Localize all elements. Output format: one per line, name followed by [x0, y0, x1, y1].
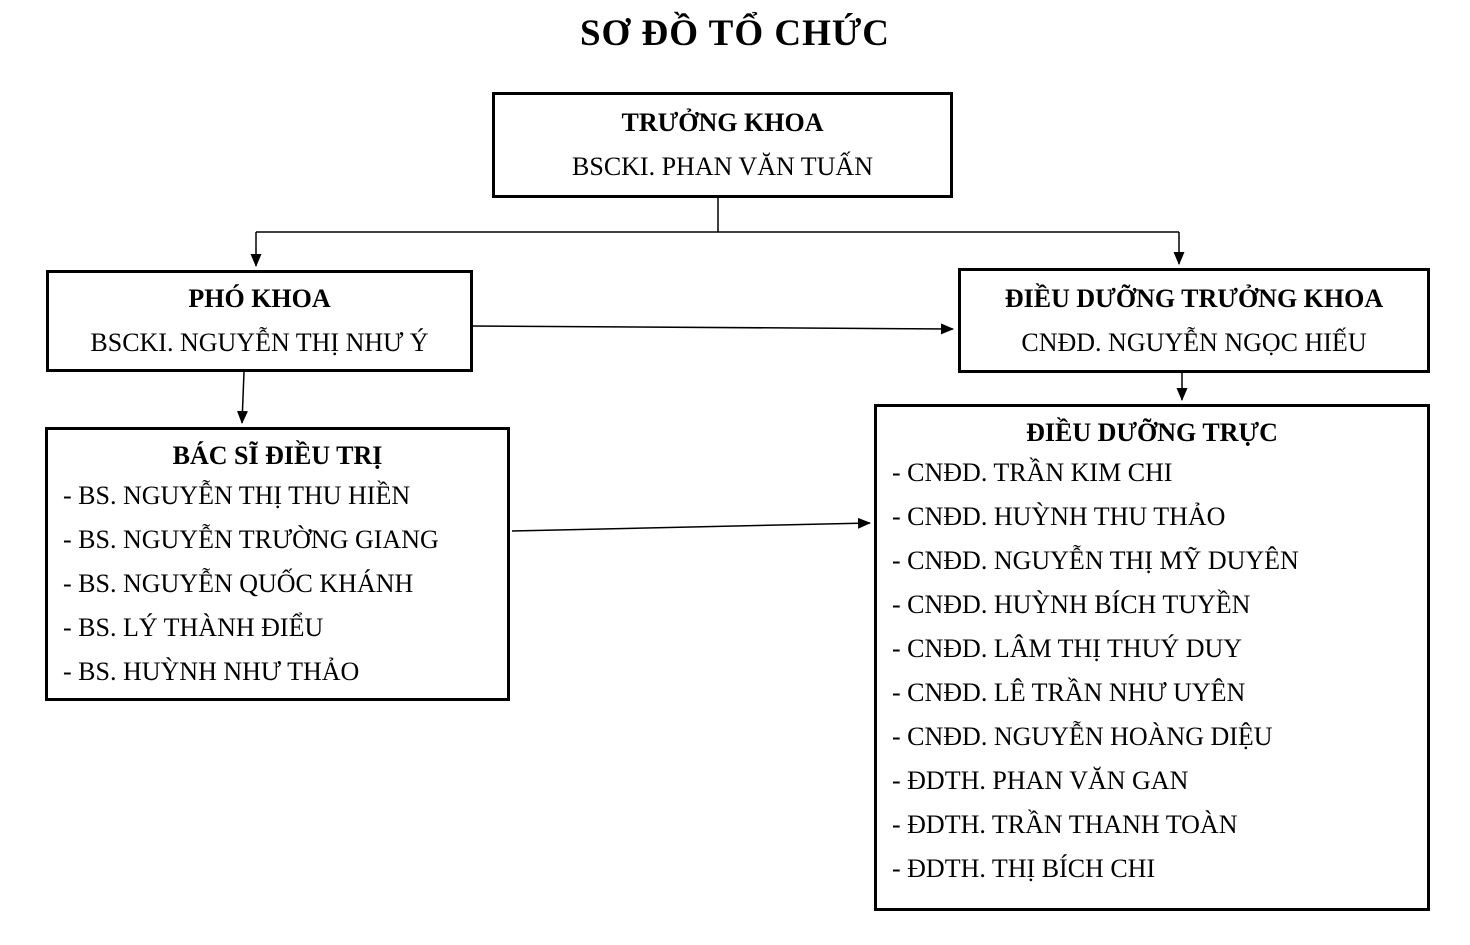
member-item: - CNĐD. NGUYỄN HOÀNG DIỆU [892, 722, 1273, 751]
member-item: - BS. LÝ THÀNH ĐIỂU [63, 613, 324, 642]
node-bac-si-dieu-tri: BÁC SĨ ĐIỀU TRỊ - BS. NGUYỄN THỊ THU HIỀ… [45, 427, 510, 701]
node-pho-khoa: PHÓ KHOA BSCKI. NGUYỄN THỊ NHƯ Ý [46, 270, 473, 372]
member-list: - CNĐD. TRẦN KIM CHI - CNĐD. HUỲNH THU TH… [877, 451, 1427, 891]
member-item: - ĐDTH. PHAN VĂN GAN [892, 766, 1189, 795]
node-truong-khoa: TRƯỞNG KHOA BSCKI. PHAN VĂN TUẤN [492, 92, 953, 198]
member-item: - BS. NGUYỄN THỊ THU HIỀN [63, 481, 411, 510]
member-item: - CNĐD. LÂM THỊ THUÝ DUY [892, 634, 1243, 663]
node-person-name: CNĐD. NGUYỄN NGỌC HIẾU [1021, 327, 1367, 357]
node-dieu-duong-truc: ĐIỀU DƯỠNG TRỰC - CNĐD. TRẦN KIM CHI- CN… [874, 404, 1430, 911]
node-person-name: BSCKI. PHAN VĂN TUẤN [572, 152, 873, 181]
connector-pho-khoa-to-dd-truong-khoa [472, 323, 954, 335]
node-role: PHÓ KHOA [188, 284, 331, 313]
member-item: - CNĐD. TRẦN KIM CHI [892, 458, 1173, 487]
member-item: - CNĐD. HUỲNH THU THẢO [892, 502, 1226, 531]
node-person-name: BSCKI. NGUYỄN THỊ NHƯ Ý [90, 328, 429, 357]
page-title: SƠ ĐỒ TỔ CHỨC [579, 13, 891, 54]
member-item: - ĐDTH. TRẦN THANH TOÀN [892, 810, 1238, 839]
member-item: - CNĐD. NGUYỄN THỊ MỸ DUYÊN [892, 546, 1299, 575]
member-item: - BS. NGUYỄN TRƯỜNG GIANG [63, 525, 439, 554]
node-dieu-duong-truong-khoa: ĐIỀU DƯỠNG TRƯỞNG KHOA CNĐD. NGUYỄN NGỌC… [958, 268, 1430, 373]
member-list: - BS. NGUYỄN THỊ THU HIỀN - BS. NGUYỄN TR… [48, 474, 507, 694]
connector-pho-khoa-to-bac-si [236, 371, 248, 424]
member-item: - CNĐD. LÊ TRẦN NHƯ UYÊN [892, 678, 1246, 707]
member-item: - ĐDTH. THỊ BÍCH CHI [892, 854, 1156, 883]
node-role: BÁC SĨ ĐIỀU TRỊ [172, 441, 383, 470]
member-item: - CNĐD. HUỲNH BÍCH TUYỀN [892, 590, 1251, 619]
connector-bac-si-to-dd-truc [511, 517, 871, 532]
member-item: - BS. HUỲNH NHƯ THẢO [63, 657, 360, 686]
node-role: TRƯỞNG KHOA [621, 108, 824, 137]
node-role: ĐIỀU DƯỠNG TRỰC [1026, 418, 1278, 447]
node-role: ĐIỀU DƯỠNG TRƯỞNG KHOA [1004, 283, 1384, 313]
member-item: - BS. NGUYỄN QUỐC KHÁNH [63, 569, 414, 598]
